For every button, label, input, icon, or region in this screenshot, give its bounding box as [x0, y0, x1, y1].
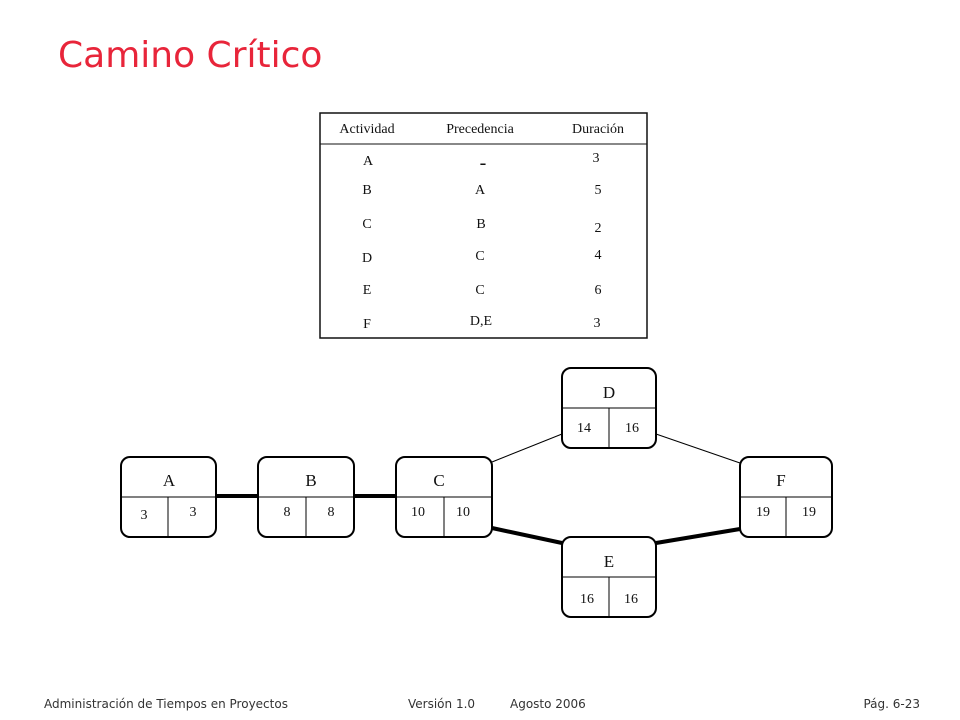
- table-cell-precedence: C: [475, 283, 484, 298]
- network-node-d: D 14 16: [561, 367, 657, 449]
- node-value-left: 14: [577, 421, 591, 436]
- table-cell-precedence: C: [475, 249, 484, 264]
- table-cell-duration: 6: [595, 283, 602, 298]
- node-value-right: 8: [328, 505, 335, 520]
- node-value-right: 16: [625, 421, 639, 436]
- network-node-c: C 10 10: [395, 456, 493, 538]
- edge-d-f: [655, 433, 741, 464]
- table-cell-activity: A: [363, 154, 374, 169]
- network-node-f: F 19 19: [739, 456, 833, 538]
- node-value-left: 8: [284, 505, 291, 520]
- table-cell-duration: 4: [595, 248, 602, 263]
- table-cell-duration: 3: [593, 151, 600, 166]
- node-label: C: [433, 471, 444, 490]
- table-cell-activity: D: [362, 251, 372, 266]
- node-value-left: 10: [411, 505, 425, 520]
- node-label: F: [776, 471, 785, 490]
- table-header-duration: Duración: [572, 122, 624, 137]
- table-cell-precedence: B: [476, 217, 485, 232]
- network-node-e: E 16 16: [561, 536, 657, 618]
- edge-c-d: [491, 433, 563, 463]
- table-header-precedence: Precedencia: [446, 122, 514, 137]
- table-cell-duration: 5: [595, 183, 602, 198]
- table-cell-activity: F: [363, 317, 371, 332]
- node-label: E: [604, 552, 614, 571]
- table-cell-precedence: A: [475, 183, 486, 198]
- node-label: A: [163, 471, 176, 490]
- network-edges: [216, 433, 741, 545]
- slide-title: Camino Crítico: [58, 35, 323, 76]
- node-value-left: 19: [756, 505, 770, 520]
- node-value-left: 3: [141, 508, 148, 523]
- activity-table: Actividad Precedencia Duración A - 3 B A…: [319, 112, 648, 339]
- network-node-a: A 3 3: [120, 456, 217, 538]
- table-cell-precedence: D,E: [470, 314, 492, 329]
- footer-page-number: Pág. 6-23: [863, 697, 920, 711]
- node-value-right: 10: [456, 505, 470, 520]
- edge-c-e: [491, 526, 563, 545]
- table-cell-activity: C: [362, 217, 371, 232]
- footer-version: Versión 1.0: [408, 697, 476, 711]
- network-node-b: B 8 8: [257, 456, 355, 538]
- table-cell-activity: B: [362, 183, 371, 198]
- node-value-right: 16: [624, 592, 638, 607]
- edge-e-f: [655, 527, 741, 545]
- node-label: B: [305, 471, 316, 490]
- footer-date: Agosto 2006: [510, 697, 586, 711]
- node-label: D: [603, 383, 615, 402]
- table-header-activity: Actividad: [339, 122, 394, 137]
- table-cell-duration: 2: [595, 221, 602, 236]
- node-value-right: 19: [802, 505, 816, 520]
- table-cell-activity: E: [363, 283, 372, 298]
- table-border: [319, 112, 648, 339]
- table-cell-precedence: -: [480, 152, 487, 174]
- table-cell-duration: 3: [594, 316, 601, 331]
- node-value-right: 3: [190, 505, 197, 520]
- node-value-left: 16: [580, 592, 594, 607]
- footer-course: Administración de Tiempos en Proyectos: [44, 697, 288, 711]
